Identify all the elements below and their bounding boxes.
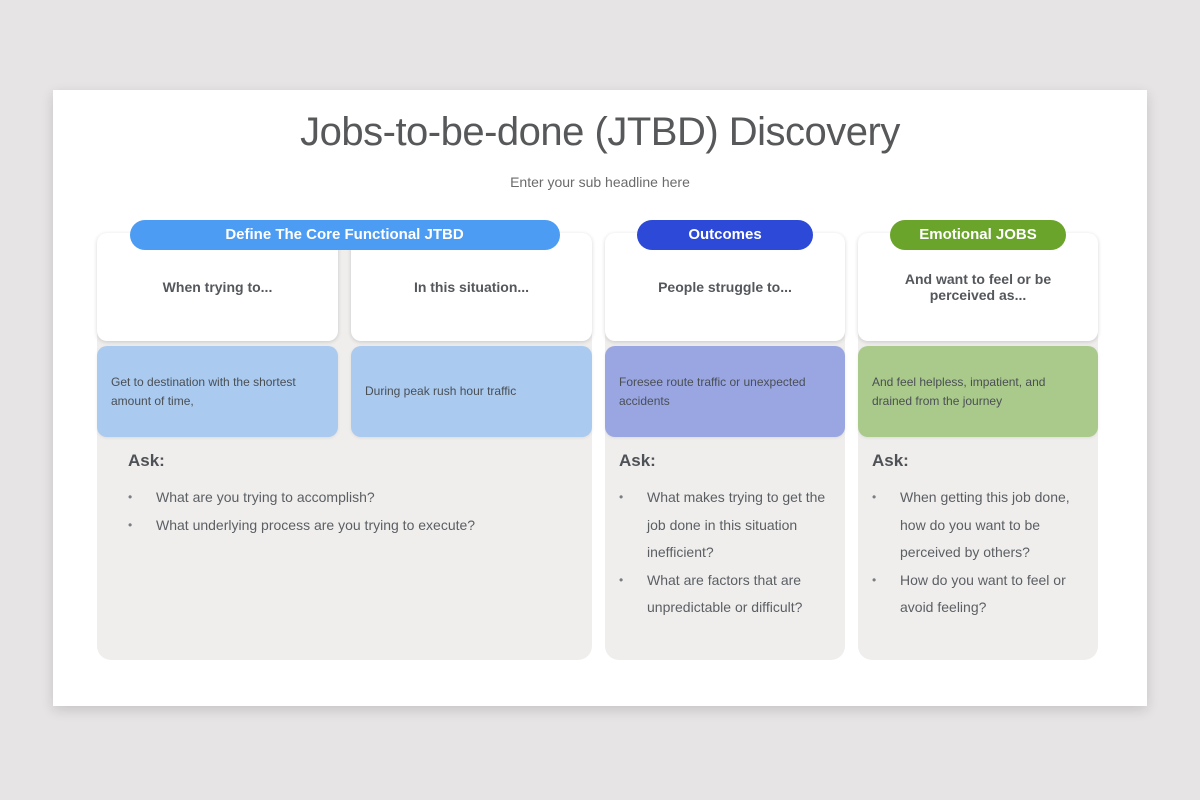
- ask-heading: Ask:: [619, 451, 656, 470]
- answer-card-text: During peak rush hour traffic: [365, 384, 517, 399]
- answer-card-text: And feel helpless, impatient, and draine…: [872, 374, 1046, 408]
- group-outcomes: Outcomes People struggle to... Foresee r…: [605, 220, 845, 660]
- heading-card-when-trying-to: When trying to...: [97, 233, 338, 341]
- outcomes-columns: People struggle to... Foresee route traf…: [605, 233, 845, 437]
- badge-define-core-functional-jtbd: Define The Core Functional JTBD: [129, 220, 560, 250]
- column-want-to-feel: And want to feel or be perceived as... A…: [858, 233, 1098, 437]
- group-functional-jtbd: Define The Core Functional JTBD When try…: [97, 220, 592, 660]
- question-item: • What makes trying to get the job done …: [619, 484, 835, 567]
- question-list: • When getting this job done, how do you…: [872, 484, 1088, 622]
- question-item: • What are factors that are unpredictabl…: [619, 567, 835, 622]
- column-in-this-situation: In this situation... During peak rush ho…: [351, 233, 592, 437]
- question-text: How do you want to feel or avoid feeling…: [900, 571, 1066, 616]
- question-item: • How do you want to feel or avoid feeli…: [872, 567, 1088, 622]
- answer-card-when-trying-to: Get to destination with the shortest amo…: [97, 346, 338, 437]
- page-title: Jobs-to-be-done (JTBD) Discovery: [300, 110, 900, 154]
- badge-outcomes: Outcomes: [637, 220, 813, 250]
- bullet-dot: •: [619, 490, 624, 504]
- question-list: • What are you trying to accomplish? • W…: [128, 484, 582, 539]
- heading-card-label: People struggle to...: [658, 279, 792, 295]
- emotional-columns: And want to feel or be perceived as... A…: [858, 233, 1098, 437]
- answer-card-people-struggle-to: Foresee route traffic or unexpected acci…: [605, 346, 845, 437]
- ask-section-emotional: Ask: • When getting this job done, how d…: [858, 451, 1098, 622]
- question-text: What makes trying to get the job done in…: [647, 489, 826, 560]
- question-item: • What are you trying to accomplish?: [128, 484, 582, 512]
- functional-columns: When trying to... Get to destination wit…: [97, 233, 592, 437]
- heading-card-label: And want to feel or be perceived as...: [904, 271, 1052, 303]
- page-subtitle: Enter your sub headline here: [510, 174, 690, 190]
- ask-section-outcomes: Ask: • What makes trying to get the job …: [605, 451, 845, 622]
- answer-card-want-to-feel: And feel helpless, impatient, and draine…: [858, 346, 1098, 437]
- heading-card-in-this-situation: In this situation...: [351, 233, 592, 341]
- answer-card-in-this-situation: During peak rush hour traffic: [351, 346, 592, 437]
- question-text: What underlying process are you trying t…: [156, 516, 476, 533]
- question-item: • When getting this job done, how do you…: [872, 484, 1088, 567]
- bullet-dot: •: [128, 517, 133, 532]
- group-emotional-jobs: Emotional JOBS And want to feel or be pe…: [858, 220, 1098, 660]
- question-text: What are factors that are unpredictable …: [647, 571, 803, 616]
- badge-emotional-jobs: Emotional JOBS: [890, 220, 1066, 250]
- bullet-dot: •: [619, 572, 624, 587]
- column-people-struggle-to: People struggle to... Foresee route traf…: [605, 233, 845, 437]
- ask-heading: Ask:: [872, 451, 909, 470]
- heading-card-want-to-feel: And want to feel or be perceived as...: [858, 233, 1098, 341]
- question-text: When getting this job done, how do you w…: [900, 489, 1070, 560]
- question-list: • What makes trying to get the job done …: [619, 484, 835, 622]
- column-when-trying-to: When trying to... Get to destination wit…: [97, 233, 338, 437]
- bullet-dot: •: [872, 490, 877, 504]
- answer-card-text: Foresee route traffic or unexpected acci…: [619, 374, 806, 408]
- heading-card-label: When trying to...: [162, 279, 273, 295]
- ask-heading: Ask:: [128, 451, 165, 470]
- slide: Jobs-to-be-done (JTBD) Discovery Enter y…: [53, 90, 1147, 706]
- bullet-dot: •: [872, 572, 877, 587]
- answer-card-text: Get to destination with the shortest amo…: [111, 374, 296, 408]
- heading-card-people-struggle-to: People struggle to...: [605, 233, 845, 341]
- bullet-dot: •: [128, 490, 133, 504]
- heading-card-label: In this situation...: [413, 279, 530, 295]
- question-item: • What underlying process are you trying…: [128, 512, 582, 540]
- ask-section-functional: Ask: • What are you trying to accomplish…: [97, 451, 592, 539]
- question-text: What are you trying to accomplish?: [156, 489, 375, 505]
